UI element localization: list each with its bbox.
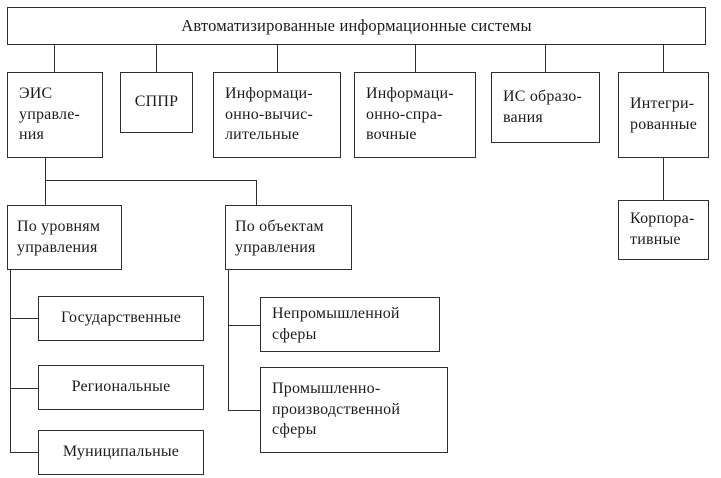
- connector-root-integrated: [663, 45, 664, 72]
- connector-levels-state: [10, 318, 38, 319]
- connector-root-is-edu: [545, 45, 546, 72]
- node-non-industrial: Непромышленной сферы: [260, 297, 440, 352]
- node-municipal: Муниципальные: [38, 430, 204, 475]
- node-regional: Региональные: [38, 365, 204, 410]
- node-industrial: Промышленно- производственной сферы: [260, 367, 448, 453]
- connector-objects-industrial: [228, 410, 260, 411]
- connector-levels-municipal: [10, 452, 38, 453]
- connector-objects-nonindustrial: [228, 325, 260, 326]
- connector-eis-branch: [45, 180, 257, 181]
- node-info-computational: Информаци- онно-вычис- лительные: [213, 72, 341, 158]
- connector-levels-chain: [10, 270, 11, 453]
- node-integrated: Интегри- рованные: [618, 72, 709, 158]
- connector-root-info-ref: [415, 45, 416, 72]
- connector-root-info-comp: [277, 45, 278, 72]
- connector-levels-regional: [10, 388, 38, 389]
- node-info-reference: Информаци- онно-спра- вочные: [354, 72, 476, 158]
- node-root: Автоматизированные информационные систем…: [7, 7, 706, 45]
- connector-eis-by-levels: [45, 158, 46, 205]
- node-by-levels: По уровням управления: [7, 205, 122, 270]
- connector-objects-chain: [228, 270, 229, 410]
- node-eis-upravleniya: ЭИС управле- ния: [7, 72, 103, 158]
- node-by-objects: По объектам управления: [225, 205, 352, 270]
- connector-root-sppr: [156, 45, 157, 72]
- connector-root-eis: [54, 45, 55, 72]
- connector-integrated-corporate: [663, 158, 664, 200]
- node-corporate: Корпора- тивные: [618, 200, 709, 260]
- node-state: Государственные: [38, 296, 204, 341]
- node-is-education: ИС образо- вания: [491, 72, 600, 143]
- node-sppr: СППР: [120, 72, 193, 133]
- connector-eis-by-objects: [256, 180, 257, 205]
